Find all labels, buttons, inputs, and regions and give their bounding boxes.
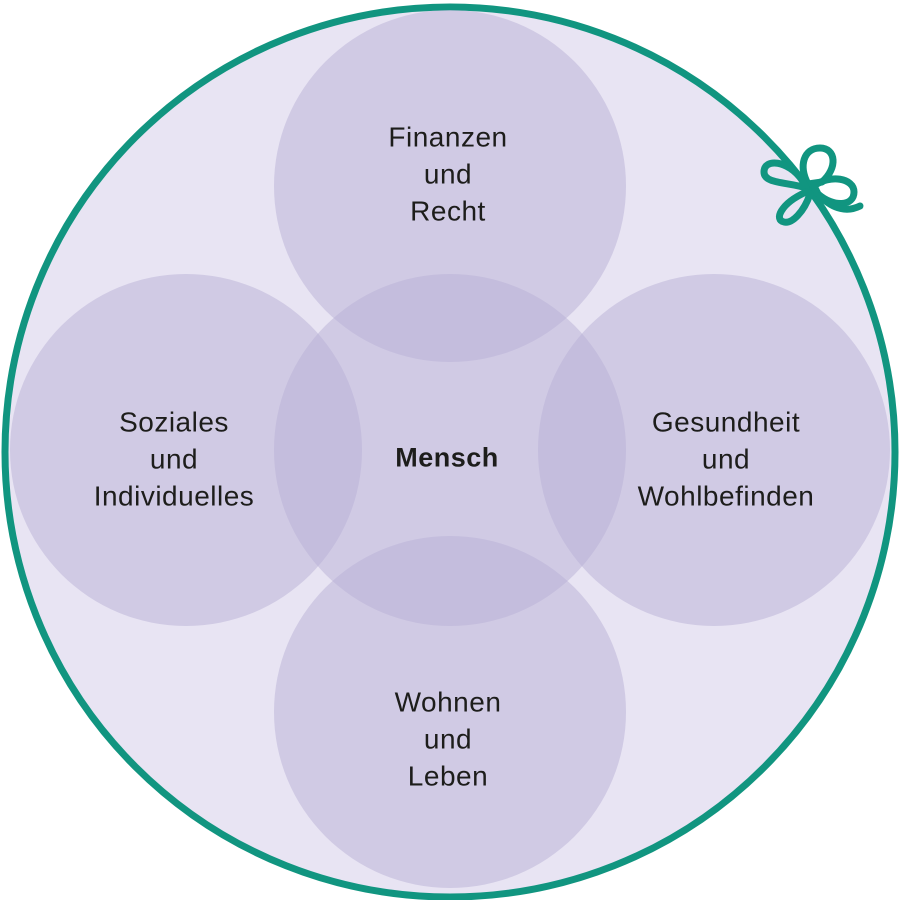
label-wohnen-leben: Wohnen und Leben: [395, 684, 502, 795]
circle-soziales-individuelles: [10, 274, 362, 626]
label-line: Soziales: [119, 406, 229, 438]
circle-wohnen-leben: [274, 536, 626, 888]
label-line: Individuelles: [93, 480, 255, 512]
circle-gesundheit-wohlbefinden: [538, 274, 890, 626]
label-gesundheit-wohlbefinden: Gesundheit und Wohlbefinden: [638, 404, 815, 515]
label-line: und: [149, 443, 199, 475]
label-line: und: [423, 723, 473, 755]
label-line: Wohnen: [394, 686, 502, 718]
circle-finanzen-recht: [274, 10, 626, 362]
clover-icon: [760, 144, 864, 226]
label-mensch: Mensch: [395, 440, 499, 477]
circle-mensch: [274, 274, 626, 626]
label-soziales-individuelles: Soziales und Individuelles: [94, 404, 255, 515]
label-line: Wohlbefinden: [637, 480, 815, 512]
label-finanzen-recht: Finanzen und Recht: [388, 119, 507, 230]
label-line: Leben: [407, 760, 489, 792]
label-line: Gesundheit: [651, 406, 801, 438]
label-line: Finanzen: [388, 121, 508, 153]
label-line: Recht: [410, 195, 486, 227]
center-label: Mensch: [395, 442, 499, 473]
label-line: und: [701, 443, 751, 475]
label-line: und: [423, 158, 473, 190]
